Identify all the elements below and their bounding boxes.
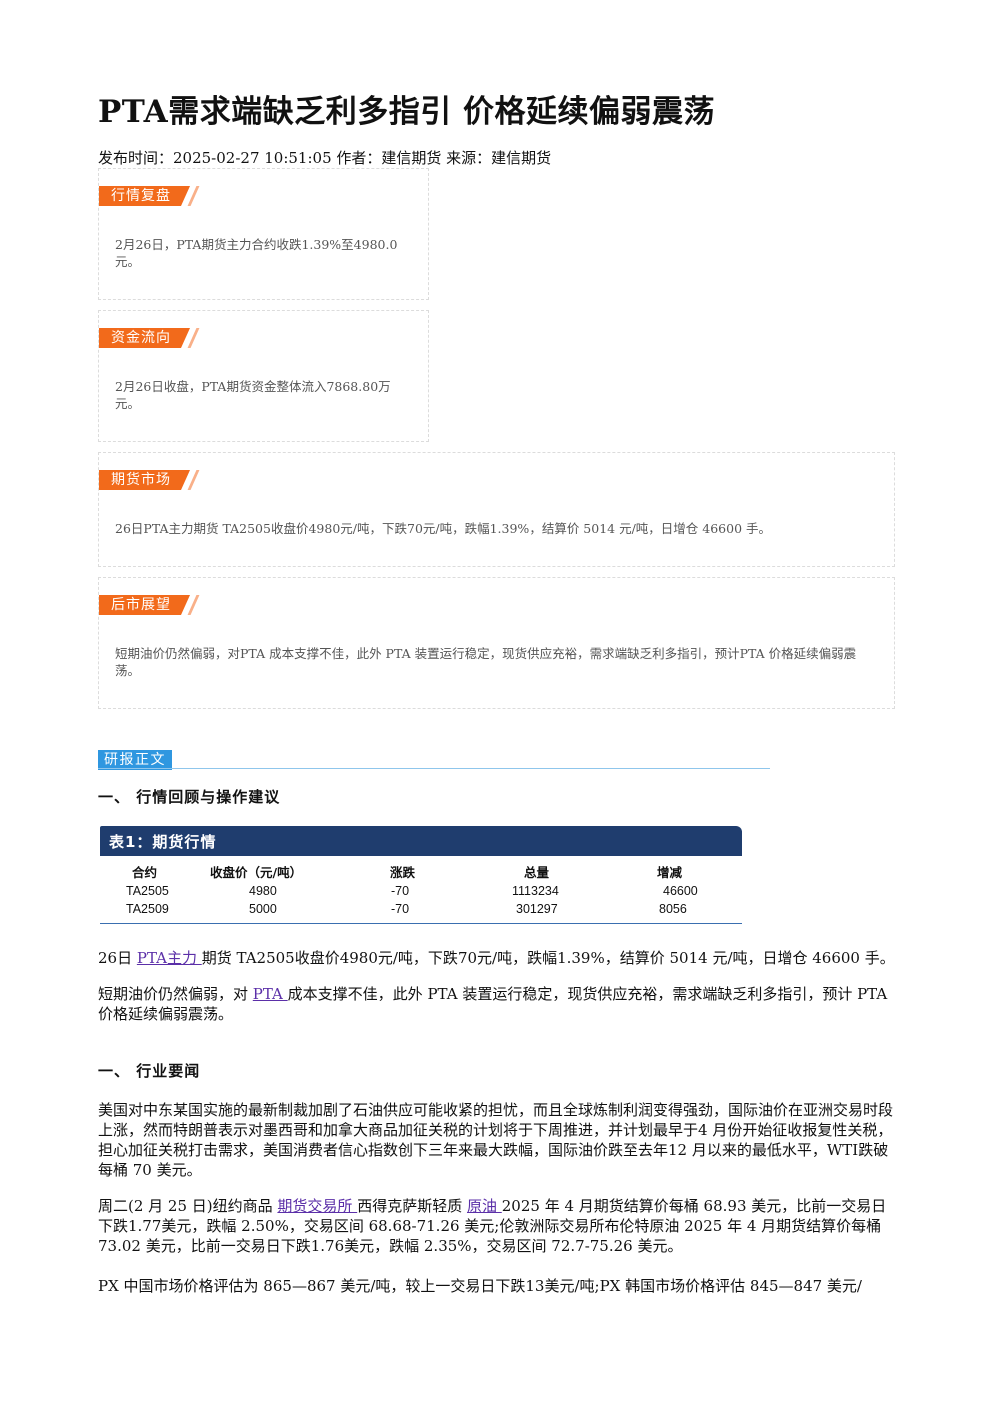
text: 西得克萨斯轻质	[357, 1197, 467, 1215]
card-text: 2月26日，PTA期货主力合约收跌1.39%至4980.0元。	[115, 237, 398, 269]
table-cell: 46600	[663, 884, 698, 898]
card-tag: 行情复盘	[99, 186, 190, 206]
card-tag: 资金流向	[99, 328, 190, 348]
table-header-row: 合约 收盘价（元/吨） 涨跌 总量 增减	[100, 862, 742, 880]
text: 短期油价仍然偏弱，对	[98, 985, 253, 1003]
text: 期货 TA2505收盘价4980元/吨，下跌70元/吨，跌幅1.39%，结算价 …	[201, 949, 895, 967]
column-header: 增减	[657, 865, 683, 880]
table-cell: 301297	[516, 902, 558, 916]
card-tag: 后市展望	[99, 595, 190, 615]
link-futures-exchange[interactable]: 期货交易所	[277, 1197, 358, 1215]
paragraph-crude-prices: 周二(2 月 25 日)纽约商品 期货交易所 西得克萨斯轻质 原油 2025 年…	[98, 1196, 898, 1256]
card-text: 26日PTA主力期货 TA2505收盘价4980元/吨，下跌70元/吨，跌幅1.…	[115, 521, 771, 536]
table-cell: 8056	[659, 902, 687, 916]
article-meta: 发布时间：2025-02-27 10:51:05 作者：建信期货 来源：建信期货	[98, 149, 552, 167]
section-tag-report-body: 研报正文	[98, 750, 172, 770]
summary-card-capital-flow: 资金流向 2月26日收盘，PTA期货资金整体流入7868.80万元。	[98, 310, 429, 442]
text: 2025 年 4 月期货结算价每桶 68.93 美元，比前一交易日下跌1.77美…	[98, 1197, 887, 1255]
column-header: 涨跌	[390, 865, 416, 880]
paragraph-outlook: 短期油价仍然偏弱，对 PTA 成本支撑不佳，此外 PTA 装置运行稳定，现货供应…	[98, 984, 898, 1024]
table-row: TA2509 5000 -70 301297 8056	[100, 902, 742, 920]
section-divider	[98, 768, 770, 769]
summary-card-outlook: 后市展望 短期油价仍然偏弱，对PTA 成本支撑不佳，此外 PTA 装置运行稳定，…	[98, 577, 895, 709]
table-cell: TA2509	[126, 902, 169, 916]
paragraph-futures-summary: 26日 PTA主力 期货 TA2505收盘价4980元/吨，下跌70元/吨，跌幅…	[98, 948, 898, 968]
link-crude-oil[interactable]: 原油	[466, 1197, 502, 1215]
table-cell: -70	[391, 884, 410, 898]
futures-table: 表1：期货行情 合约 收盘价（元/吨） 涨跌 总量 增减 TA2505 4980…	[100, 826, 742, 924]
table-cell: 5000	[249, 902, 277, 916]
paragraph-px-prices: PX 中国市场价格评估为 865—867 美元/吨，较上一交易日下跌13美元/吨…	[98, 1277, 862, 1295]
table-cell: TA2505	[126, 884, 169, 898]
text: 成本支撑不佳，此外 PTA 装置运行稳定，现货供应充裕，需求端缺乏利多指引，预计…	[98, 985, 888, 1023]
table-cell: -70	[391, 902, 410, 916]
column-header: 收盘价（元/吨）	[210, 865, 303, 880]
column-header: 总量	[524, 865, 550, 880]
table-title: 表1：期货行情	[100, 826, 742, 856]
card-tag: 期货市场	[99, 470, 190, 490]
text: 26日	[98, 949, 137, 967]
heading-industry-news: 一、 行业要闻	[98, 1062, 201, 1080]
table-row: TA2505 4980 -70 1113234 46600	[100, 884, 742, 902]
summary-card-futures-market: 期货市场 26日PTA主力期货 TA2505收盘价4980元/吨，下跌70元/吨…	[98, 452, 895, 567]
text: 周二(2 月 25 日)纽约商品	[98, 1197, 278, 1215]
card-text: 2月26日收盘，PTA期货资金整体流入7868.80万元。	[115, 379, 391, 411]
table-cell: 1113234	[512, 884, 559, 898]
heading-market-review: 一、 行情回顾与操作建议	[98, 788, 281, 806]
paragraph-oil-news: 美国对中东某国实施的最新制裁加剧了石油供应可能收紧的担忧，而且全球炼制利润变得强…	[98, 1101, 894, 1179]
card-text: 短期油价仍然偏弱，对PTA 成本支撑不佳，此外 PTA 装置运行稳定，现货供应充…	[115, 646, 857, 678]
table-bottom-rule	[100, 923, 742, 924]
summary-card-market-review: 行情复盘 2月26日，PTA期货主力合约收跌1.39%至4980.0元。	[98, 168, 429, 300]
table-cell: 4980	[249, 884, 277, 898]
link-pta[interactable]: PTA	[252, 985, 288, 1003]
link-pta-main[interactable]: PTA主力	[136, 949, 202, 967]
article-title: PTA需求端缺乏利多指引 价格延续偏弱震荡	[98, 94, 716, 130]
column-header: 合约	[132, 865, 158, 880]
